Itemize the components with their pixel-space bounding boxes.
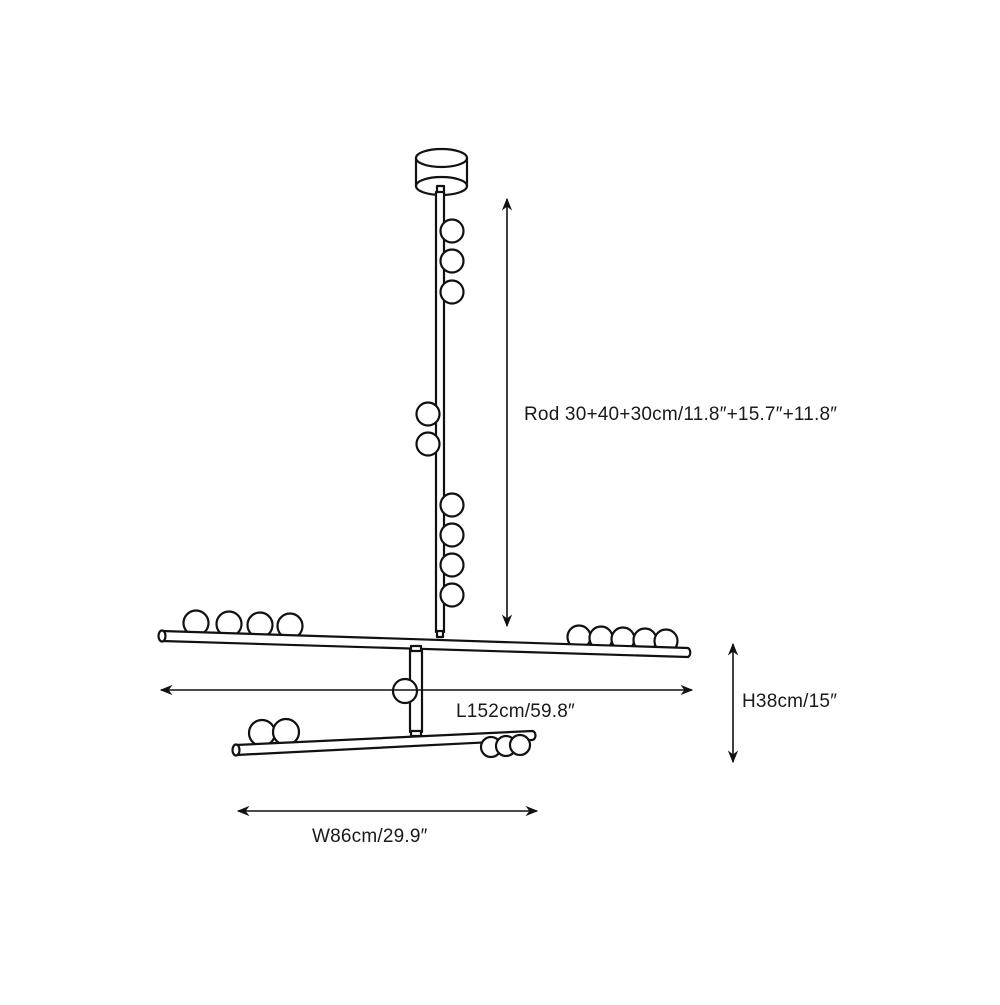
rod-globes	[415, 218, 465, 608]
length-dimension-label: L152cm/59.8″	[456, 701, 575, 722]
lower-bar-globes-right	[479, 733, 532, 759]
connector-rod	[391, 644, 424, 738]
width-dimension-label: W86cm/29.9″	[312, 826, 428, 847]
height-dimension-label: H38cm/15″	[742, 691, 838, 712]
upper-bar	[157, 629, 692, 659]
ceiling-canopy	[414, 147, 469, 197]
rod-dimension-label: Rod 30+40+30cm/11.8″+15.7″+11.8″	[524, 404, 838, 425]
lower-bar-globes-left	[247, 717, 301, 748]
lower-bar	[231, 729, 537, 757]
